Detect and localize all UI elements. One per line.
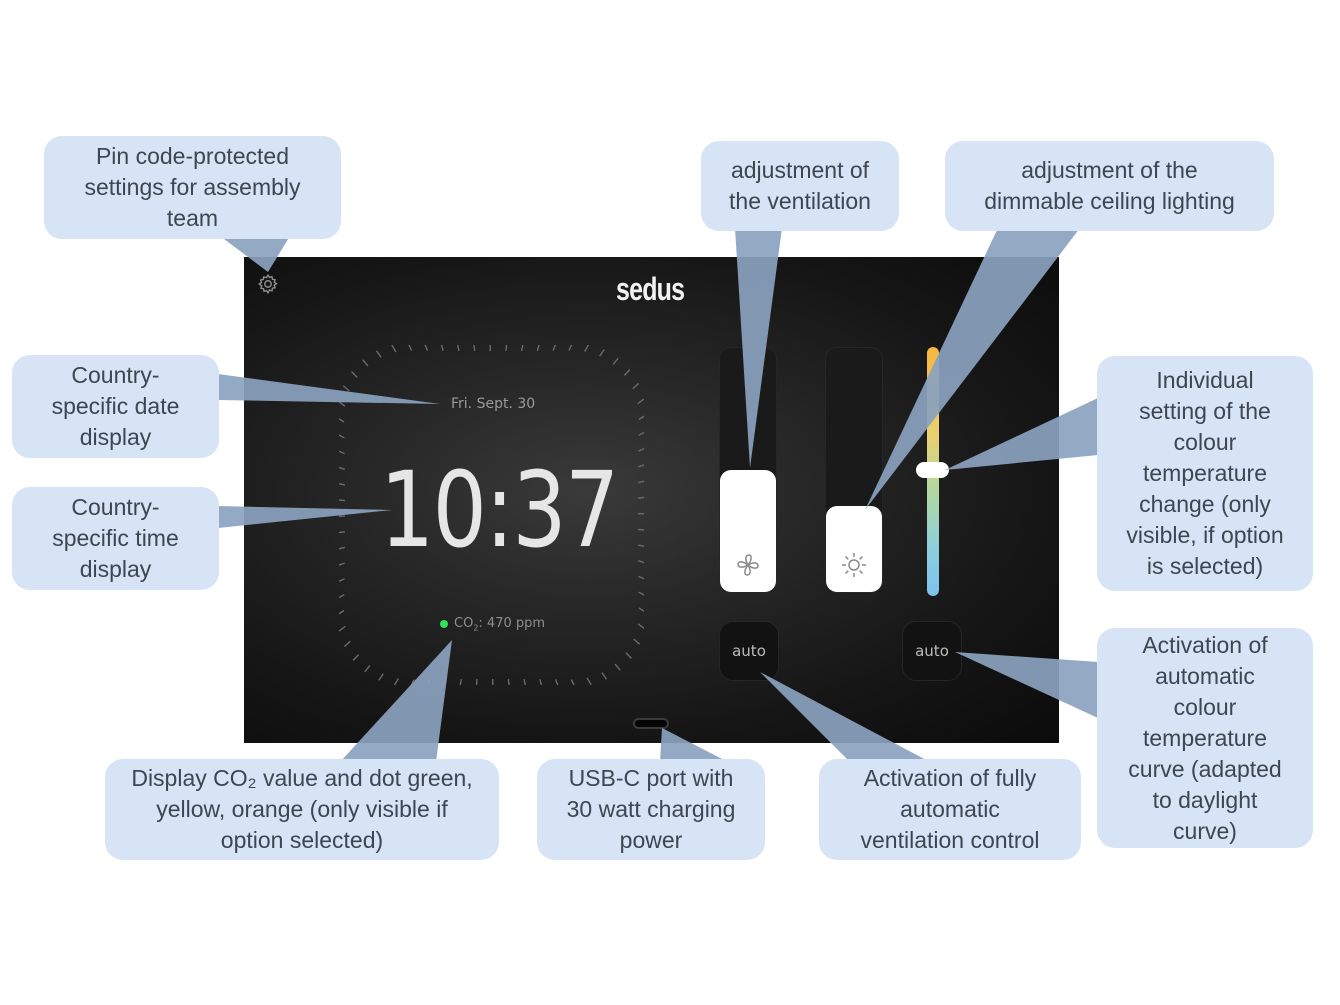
- lighting-slider-handle[interactable]: [826, 506, 882, 592]
- callout-line: Country-: [71, 494, 160, 520]
- ventilation-auto-button[interactable]: auto: [719, 621, 779, 681]
- callout-line: curve): [1173, 817, 1237, 844]
- callout-line: display: [79, 556, 152, 582]
- callout-line: Individual: [1156, 367, 1254, 393]
- ventilation-slider[interactable]: [719, 347, 777, 593]
- gear-icon[interactable]: [257, 273, 279, 295]
- callout-line: option selected): [220, 827, 384, 853]
- callout-line: adjustment of the: [1021, 157, 1198, 183]
- callout-time: Country-specific time display: [12, 487, 219, 590]
- color-temperature-slider-thumb[interactable]: [916, 462, 949, 478]
- callout-ventilation-auto: Activation of fully automatic ventilation …: [819, 759, 1081, 860]
- callout-line: to daylight: [1152, 786, 1258, 813]
- usb-c-port: [633, 718, 669, 729]
- callout-line: automatic: [900, 796, 1000, 822]
- callout-line: power: [619, 827, 683, 853]
- date-display: Fri. Sept. 30: [451, 396, 536, 412]
- callout-settings: Pin code-protected settings for assembly t…: [44, 136, 341, 239]
- callout-line: adjustment of: [730, 157, 870, 183]
- callout-line: 30 watt charging: [566, 796, 736, 822]
- ventilation-slider-handle[interactable]: [720, 470, 776, 592]
- co2-subscript: 2: [473, 623, 479, 633]
- callout-line: the ventilation: [729, 188, 871, 214]
- callout-color-temperature: Individual setting of the colour tempera…: [1097, 356, 1313, 591]
- callout-date: Country-specific date display: [12, 355, 219, 458]
- callout-line: team: [166, 205, 219, 231]
- callout-line: colour: [1173, 693, 1237, 720]
- callout-line: Pin code-protected: [95, 143, 290, 169]
- callout-usbc: USB-C port with 30 watt charging power: [537, 759, 765, 860]
- callout-color-auto: Activation of automatic colour temperatu…: [1097, 628, 1313, 848]
- callout-line: automatic: [1155, 662, 1255, 689]
- callout-line: ventilation control: [860, 827, 1040, 853]
- callout-line: dimmable ceiling lighting: [984, 188, 1235, 214]
- callout-line: temperature: [1142, 460, 1267, 486]
- callout-line: is selected): [1146, 553, 1264, 579]
- callout-lighting: adjustment of the dimmable ceiling lighti…: [945, 141, 1274, 231]
- callout-line: Activation of fully: [863, 765, 1037, 791]
- sun-icon: [842, 553, 866, 577]
- time-display: 10:37: [380, 449, 619, 571]
- callout-ventilation: adjustment of the ventilation: [701, 141, 899, 231]
- callout-line: curve (adapted: [1128, 755, 1282, 782]
- callout-line: settings for assembly: [84, 174, 301, 200]
- callout-line: Display CO₂ value and dot green,: [131, 765, 473, 791]
- co2-display: CO2: 470 ppm: [440, 616, 545, 633]
- co2-status-dot: [440, 620, 448, 629]
- callout-co2: Display CO₂ value and dot green, yellow, …: [105, 759, 499, 860]
- callout-line: visible, if option: [1126, 522, 1284, 548]
- callout-line: temperature: [1142, 724, 1267, 751]
- color-temperature-auto-button[interactable]: auto: [902, 621, 962, 681]
- callout-line: specific date: [51, 393, 180, 419]
- callout-line: change (only: [1139, 491, 1271, 517]
- callout-line: setting of the: [1139, 398, 1271, 424]
- callout-line: yellow, orange (only visible if: [156, 796, 448, 822]
- callout-line: specific time: [52, 525, 179, 551]
- callout-line: colour: [1173, 429, 1237, 455]
- lighting-slider[interactable]: [825, 347, 883, 593]
- control-panel-screen: sedus Fri. Sept. 30 10:37 CO2: 470 ppm: [244, 257, 1059, 743]
- fan-icon: [737, 554, 759, 576]
- callout-line: Activation of: [1142, 631, 1268, 658]
- callout-line: USB-C port with: [568, 765, 734, 791]
- co2-label: CO: [454, 616, 474, 631]
- callout-line: display: [79, 424, 152, 450]
- brand-logo: sedus: [616, 271, 685, 307]
- callout-line: Country-: [71, 362, 160, 388]
- co2-value: : 470 ppm: [478, 616, 546, 631]
